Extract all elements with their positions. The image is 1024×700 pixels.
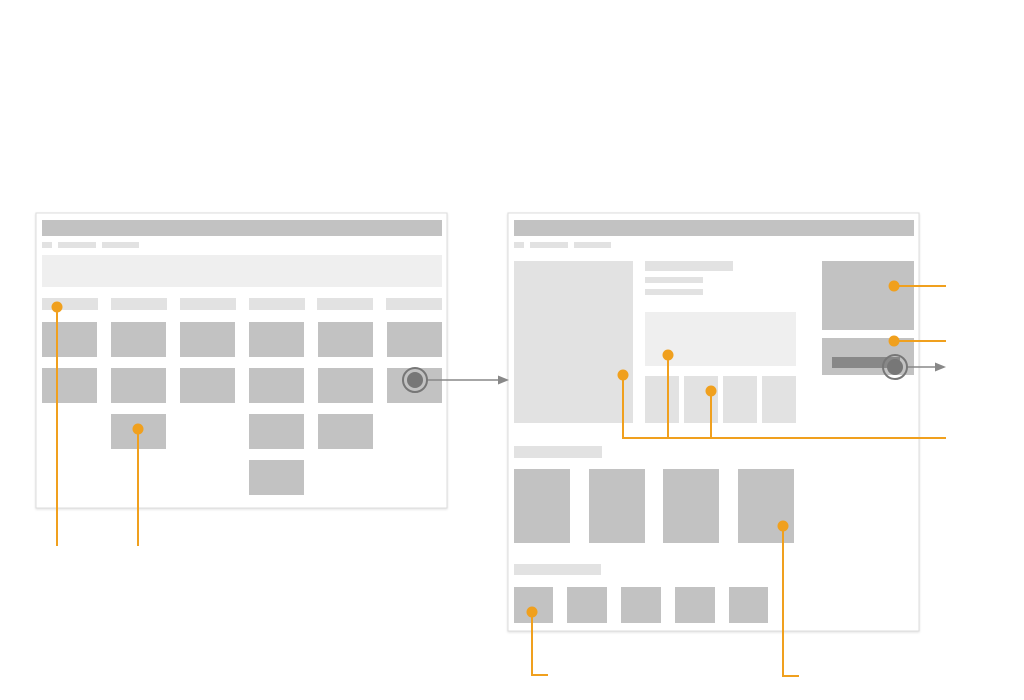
detail-title-line [645, 261, 733, 271]
detail-thumbnail[interactable] [762, 376, 796, 423]
grid-tile[interactable] [318, 368, 373, 403]
callout-bracket [622, 375, 946, 439]
grid-tile[interactable] [180, 322, 235, 357]
detail-related-cards [514, 469, 794, 543]
detail-thumbnail[interactable] [684, 376, 718, 423]
callout-dot [526, 606, 538, 618]
grid-tile[interactable] [318, 322, 373, 357]
annotation-callouts [51, 280, 946, 677]
grid-tile[interactable] [249, 460, 304, 495]
small-card[interactable] [567, 587, 607, 623]
grid-header-bar [42, 220, 442, 236]
grid-tile[interactable] [180, 368, 235, 403]
flow-arrow-detail-out [907, 362, 946, 372]
detail-header-bar [514, 220, 914, 236]
callout-elbow [782, 526, 799, 677]
touch-dot-icon [887, 359, 903, 375]
detail-section-heading-2 [514, 564, 601, 575]
grid-tile[interactable] [249, 414, 304, 449]
detail-main-image [514, 261, 633, 423]
grid-tile[interactable] [387, 322, 442, 357]
detail-side-panel [822, 261, 914, 330]
flow-arrow-grid-to-detail [427, 375, 509, 385]
detail-subtitle-line [645, 277, 703, 283]
related-card[interactable] [514, 469, 570, 543]
grid-banner [42, 255, 442, 287]
grid-column-header [249, 298, 305, 310]
detail-thumbnail[interactable] [723, 376, 757, 423]
touch-ring-icon [882, 354, 908, 380]
grid-column-header [42, 298, 98, 310]
grid-tiles [42, 322, 442, 495]
callout-dot [888, 335, 900, 347]
grid-column-header [386, 298, 442, 310]
arrowhead-icon [498, 375, 509, 385]
callout-dot [132, 423, 144, 435]
detail-action-button[interactable] [832, 357, 900, 368]
grid-screen [35, 212, 448, 509]
touch-dot-icon [407, 372, 423, 388]
grid-tile[interactable] [42, 368, 97, 403]
grid-column-header [317, 298, 373, 310]
detail-breadcrumb-3 [574, 242, 611, 248]
related-card[interactable] [589, 469, 645, 543]
detail-breadcrumb-1 [514, 242, 524, 248]
grid-tile[interactable] [42, 322, 97, 357]
callout-dot [662, 349, 674, 361]
callout-dot [617, 369, 629, 381]
callout-dot [51, 301, 63, 313]
detail-section-heading-1 [514, 446, 602, 458]
grid-column-header [111, 298, 167, 310]
grid-tile[interactable] [318, 414, 373, 449]
small-card[interactable] [729, 587, 768, 623]
detail-meta-line [645, 289, 703, 295]
touch-ring-icon [402, 367, 428, 393]
small-card[interactable] [675, 587, 715, 623]
arrowhead-icon [935, 362, 946, 372]
grid-breadcrumb-1 [42, 242, 52, 248]
detail-breadcrumb-2 [530, 242, 568, 248]
grid-breadcrumb-3 [102, 242, 139, 248]
callout-elbow [531, 612, 548, 676]
detail-small-cards [514, 587, 768, 623]
grid-tile[interactable] [249, 322, 304, 357]
detail-screen [507, 212, 920, 632]
related-card[interactable] [738, 469, 794, 543]
detail-thumbnail[interactable] [645, 376, 679, 423]
touch-indicator-detail [882, 354, 908, 380]
detail-thumbnails [645, 376, 796, 423]
grid-tile[interactable] [111, 322, 166, 357]
small-card[interactable] [514, 587, 553, 623]
small-card[interactable] [621, 587, 661, 623]
grid-breadcrumb-2 [58, 242, 96, 248]
touch-indicator-grid [402, 367, 428, 393]
grid-tile[interactable] [249, 368, 304, 403]
related-card[interactable] [663, 469, 719, 543]
grid-column-header [180, 298, 236, 310]
callout-dot [705, 385, 717, 397]
callout-dot [888, 280, 900, 292]
grid-tile[interactable] [111, 368, 166, 403]
callout-dot [777, 520, 789, 532]
